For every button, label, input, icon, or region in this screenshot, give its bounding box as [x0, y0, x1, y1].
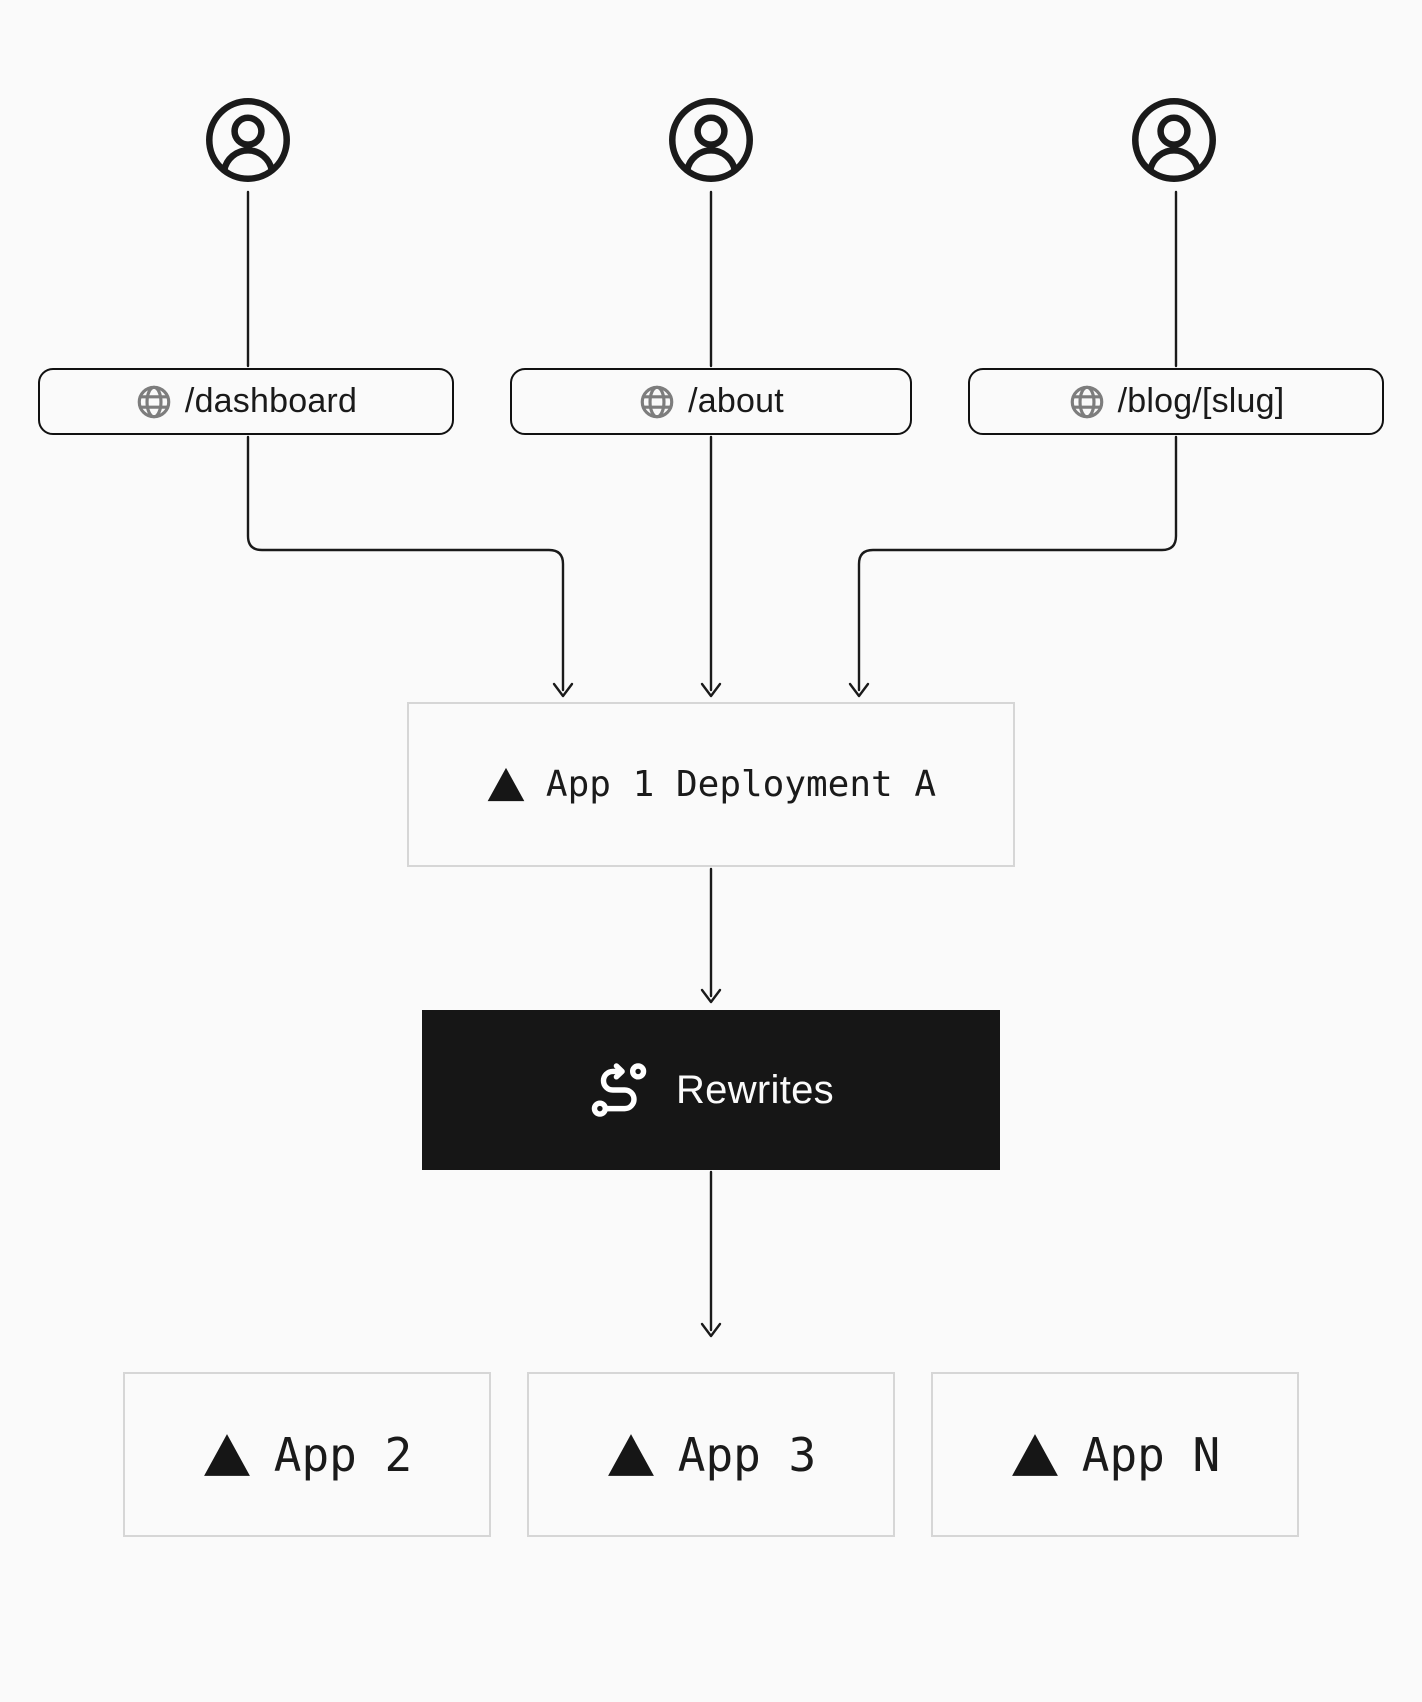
rewrites-box: Rewrites: [422, 1010, 1000, 1170]
route-icon: [591, 1063, 647, 1117]
app-box: App 3: [527, 1372, 895, 1537]
app-box: App 2: [123, 1372, 491, 1537]
url-box-blog-slug: /blog/[slug]: [968, 368, 1384, 435]
url-label: /about: [688, 382, 784, 420]
url-box-dashboard: /dashboard: [38, 368, 454, 435]
arrowhead: [700, 682, 722, 698]
user-icon: [665, 94, 757, 186]
deployment-label: App 1 Deployment A: [545, 764, 937, 805]
app-label: App N: [1081, 1427, 1221, 1482]
vercel-logo-icon: [487, 767, 525, 802]
arrowhead: [700, 988, 722, 1004]
vercel-logo-icon: [607, 1433, 654, 1476]
globe-icon: [1070, 385, 1103, 418]
rewrites-label: Rewrites: [676, 1067, 834, 1112]
arrowhead: [848, 682, 870, 698]
globe-icon: [137, 385, 171, 418]
app1-deployment-box: App 1 Deployment A: [407, 702, 1015, 867]
app-label: App 2: [273, 1427, 413, 1482]
connector-url1-deploy: [246, 435, 565, 692]
arrowhead: [552, 682, 574, 698]
user-icon: [202, 94, 294, 186]
arrowhead: [700, 1322, 722, 1338]
vercel-logo-icon: [1011, 1433, 1058, 1476]
app-label: App 3: [677, 1427, 817, 1482]
vercel-logo-icon: [203, 1433, 250, 1476]
app-box: App N: [931, 1372, 1299, 1537]
user-icon: [1128, 94, 1220, 186]
connector-url3-deploy: [857, 435, 1178, 692]
url-label: /blog/[slug]: [1117, 382, 1285, 420]
url-label: /dashboard: [184, 382, 358, 420]
globe-icon: [640, 385, 674, 418]
url-box-about: /about: [510, 368, 912, 435]
